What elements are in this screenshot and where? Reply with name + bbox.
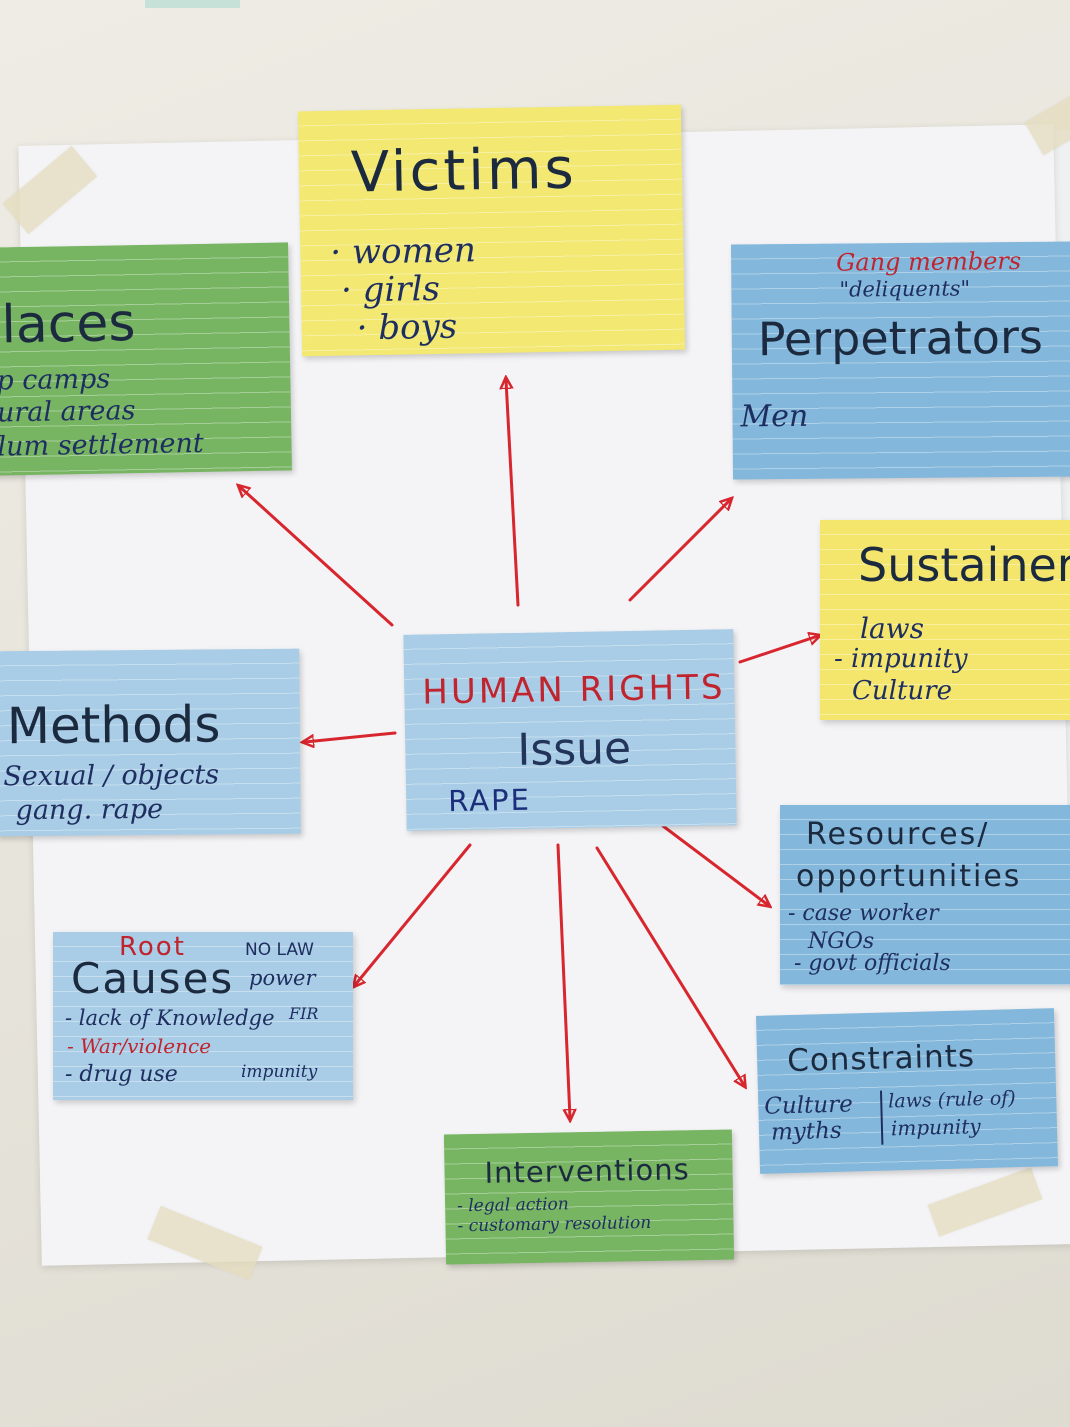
methods-item-gang-rape: gang. rape — [15, 793, 164, 827]
perpetrators-note-deliquents: "deliquents" — [839, 276, 971, 302]
arrow-to-interventions — [556, 843, 570, 1118]
constraints-col1-culture: Culture — [764, 1091, 854, 1120]
resources-item-ngos: NGOs — [808, 929, 875, 954]
perpetrators-item-men: Men — [740, 398, 809, 435]
arrow-to-constraints — [595, 846, 744, 1085]
root-causes-item-drug: - drug use — [65, 1062, 178, 1087]
root-causes-item-knowledge: - lack of Knowledge — [65, 1006, 275, 1030]
resources-item-case-worker: - case worker — [788, 901, 939, 926]
root-causes-note-impunity: impunity — [241, 1062, 318, 1082]
perpetrators-title: Perpetrators — [757, 309, 1044, 367]
interventions-item-legal: - legal action — [456, 1194, 569, 1217]
resources-title-line2: opportunities — [796, 859, 1022, 894]
places-item-camps: p camps — [0, 363, 111, 397]
arrow-to-methods — [305, 731, 397, 742]
interventions-title: Interventions — [484, 1152, 690, 1190]
constraints-col2-impunity: impunity — [890, 1114, 981, 1141]
center-subtitle-rape: RAPE — [447, 782, 532, 819]
sustainers-item-impunity: - impunity — [834, 644, 968, 674]
constraints-card: Constraints Culture myths laws (rule of)… — [755, 1008, 1059, 1174]
perpetrators-note-gang: Gang members — [836, 246, 1022, 277]
constraints-col1-myths: myths — [770, 1117, 843, 1146]
victims-item-boys: · boys — [356, 306, 458, 349]
constraints-divider — [879, 1090, 884, 1145]
arrow-to-victims — [506, 380, 520, 607]
places-item-slum: lum settlement — [0, 427, 204, 463]
victims-item-women: · women — [330, 230, 477, 273]
sustainers-card: Sustainer laws - impunity Culture — [820, 520, 1070, 720]
human-rights-issue-card: HUMAN RIGHTS Issue RAPE — [403, 629, 737, 831]
methods-title: Methods — [6, 695, 221, 756]
arrow-to-perpetrators — [628, 500, 730, 602]
places-title: laces — [0, 293, 136, 356]
victims-title: Victims — [350, 136, 578, 206]
victims-item-girls: · girls — [340, 268, 441, 311]
root-causes-title: Causes — [71, 954, 235, 1003]
root-causes-label-root: Root — [119, 932, 186, 962]
arrow-to-root-causes — [355, 843, 472, 985]
root-causes-item-war: - War/violence — [67, 1034, 212, 1058]
center-title-line2: Issue — [516, 722, 632, 776]
center-title-line1: HUMAN RIGHTS — [421, 667, 726, 713]
constraints-title: Constraints — [786, 1038, 976, 1080]
perpetrators-card: Gang members "deliquents" Perpetrators M… — [730, 241, 1070, 480]
methods-card: Methods Sexual / objects gang. rape — [0, 648, 301, 837]
root-causes-label-power: power — [249, 966, 316, 990]
sustainers-item-culture: Culture — [852, 676, 952, 706]
top-card-edge — [145, 0, 240, 8]
constraints-col2-laws: laws (rule of) — [887, 1087, 1016, 1113]
arrow-to-sustainers — [738, 636, 818, 664]
root-causes-note-fir: FIR — [289, 1004, 319, 1023]
sustainers-item-laws: laws — [860, 612, 924, 645]
root-causes-card: Root NO LAW Causes power - lack of Knowl… — [53, 932, 353, 1100]
arrow-to-places — [240, 487, 394, 627]
root-causes-label-no-law: NO LAW — [245, 940, 314, 960]
methods-item-sexual: Sexual / objects — [3, 759, 220, 793]
interventions-item-customary: - customary resolution — [457, 1212, 652, 1237]
places-item-rural: ural areas — [0, 395, 136, 429]
arrow-to-resources — [661, 824, 768, 905]
resources-card: Resources/ opportunities - case worker N… — [780, 805, 1070, 985]
resources-item-govt: - govt officials — [794, 951, 951, 976]
resources-title-line1: Resources/ — [806, 817, 990, 852]
sustainers-title: Sustainer — [858, 538, 1070, 592]
places-card: laces p camps ural areas lum settlement — [0, 242, 292, 476]
victims-card: Victims · women · girls · boys — [297, 104, 686, 357]
interventions-card: Interventions - legal action - customary… — [443, 1129, 735, 1265]
